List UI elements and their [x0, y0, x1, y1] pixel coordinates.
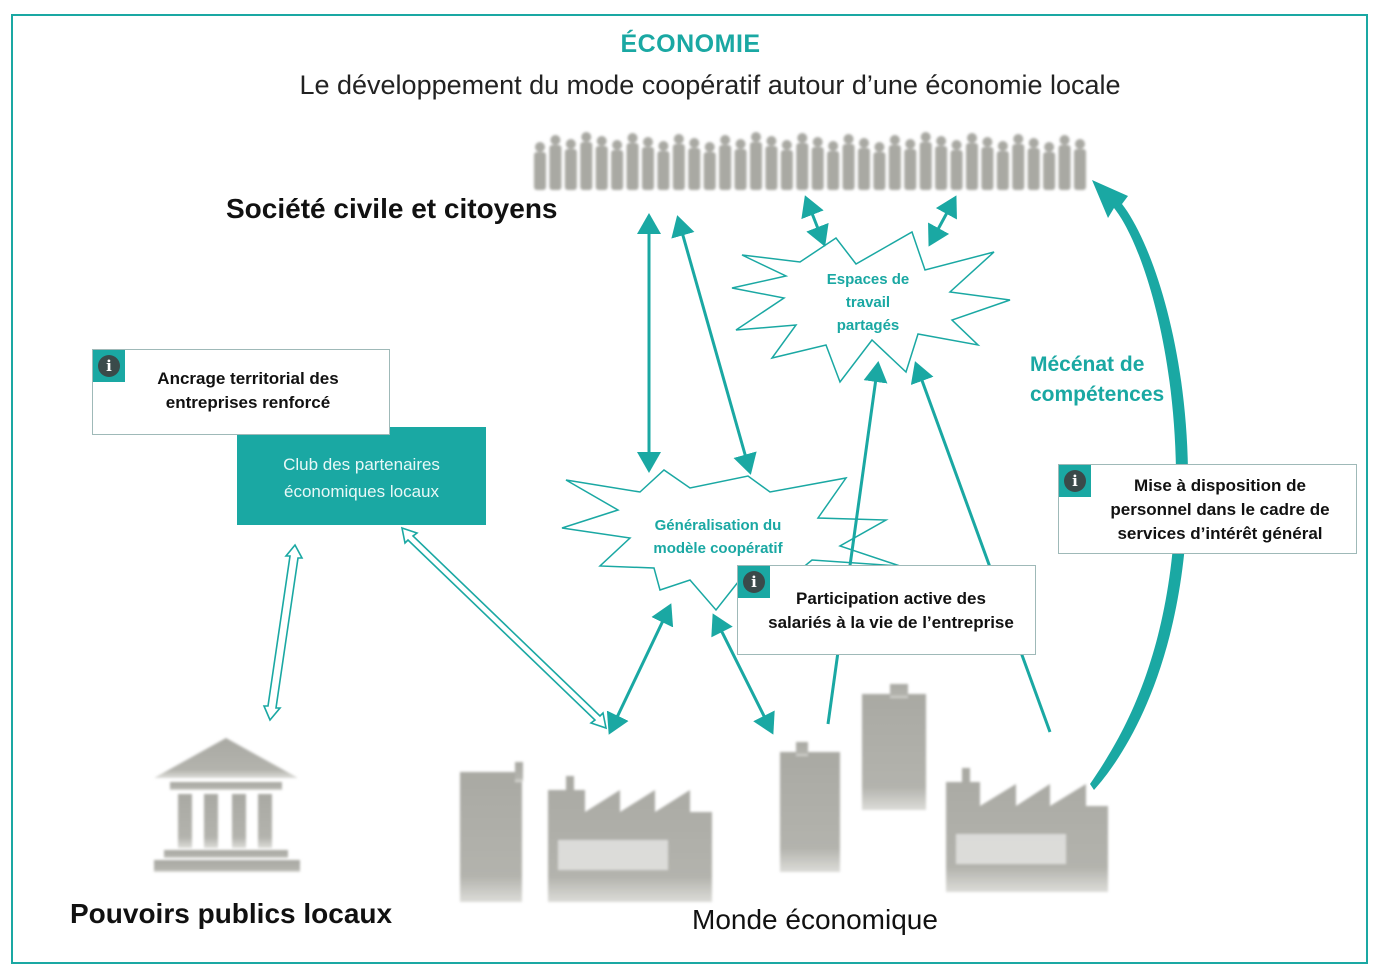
arrow-eco-espaces-2 [910, 361, 1052, 733]
people-crowd-icon [534, 132, 1086, 190]
burst-text-line: Généralisation du [654, 517, 782, 534]
info-line: salariés à la vie de l’entreprise [768, 613, 1014, 632]
burst-text-line: partagés [836, 317, 900, 334]
office-building-icon [862, 684, 926, 810]
arrow-eco-gen-1 [606, 603, 674, 735]
factory-icon [548, 776, 712, 902]
info-line: Ancrage territorial des [157, 369, 339, 388]
burst-text-line: Espaces de [826, 271, 910, 288]
mecenat-label: Mécénat de compétences [1030, 350, 1164, 410]
label-economic-world: Monde économique [692, 904, 938, 935]
info-text: Mise à disposition de personnel dans le … [1085, 474, 1355, 546]
info-line: personnel dans le cadre de [1110, 500, 1330, 519]
mecenat-line: compétences [1030, 383, 1165, 406]
info-text: Ancrage territorial des entreprises renf… [133, 367, 363, 415]
info-line: Mise à disposition de [1134, 476, 1306, 495]
label-public-authorities: Pouvoirs publics locaux [70, 898, 393, 929]
arrow-crowd-espaces-1 [801, 195, 829, 247]
burst-label-generalisation: Généralisation du modèle coopératif [628, 514, 808, 560]
info-box-ancrage: i Ancrage territorial des entreprises re… [92, 349, 390, 435]
info-icon[interactable]: i [93, 350, 125, 382]
club-line-1: Club des partenaires [283, 455, 440, 474]
mecenat-curve-arrow [1090, 180, 1189, 790]
burst-text-line: modèle coopératif [653, 540, 783, 557]
page-subtitle: Le développement du mode coopératif auto… [299, 70, 1121, 100]
mecenat-line: Mécénat de [1030, 353, 1145, 376]
arrow-civil-gen-2 [671, 215, 757, 475]
diagram-frame [11, 14, 1368, 964]
club-partners-box: Club des partenaires économiques locaux [237, 427, 486, 525]
burst-label-shared-workspaces: Espaces de travail partagés [808, 268, 928, 337]
info-icon[interactable]: i [738, 566, 770, 598]
info-line: services d’intérêt général [1117, 524, 1323, 543]
arrow-eco-espaces-1 [826, 361, 888, 725]
hollow-arrow-club-public [262, 543, 304, 722]
office-building-icon [460, 762, 523, 902]
office-building-icon [780, 742, 840, 872]
factory-icon [946, 768, 1108, 892]
info-text: Participation active des salariés à la v… [746, 587, 1036, 635]
info-box-mise-a-disposition: i Mise à disposition de personnel dans l… [1058, 464, 1357, 554]
info-icon[interactable]: i [1059, 465, 1091, 497]
burst-text-line: travail [845, 294, 891, 311]
arrow-crowd-espaces-2 [928, 195, 957, 247]
hollow-arrow-club-eco [400, 526, 608, 730]
government-building-icon [154, 738, 300, 872]
arrow-eco-gen-2 [711, 613, 775, 735]
club-line-2: économiques locaux [284, 482, 439, 501]
info-box-participation: i Participation active des salariés à la… [737, 565, 1036, 655]
burst-generalisation [561, 469, 901, 612]
label-civil-society: Société civile et citoyens [226, 193, 558, 224]
connector-arrows [606, 195, 1052, 735]
info-line: Participation active des [796, 589, 986, 608]
info-line: entreprises renforcé [165, 393, 331, 412]
page-title: ÉCONOMIE [620, 30, 761, 58]
